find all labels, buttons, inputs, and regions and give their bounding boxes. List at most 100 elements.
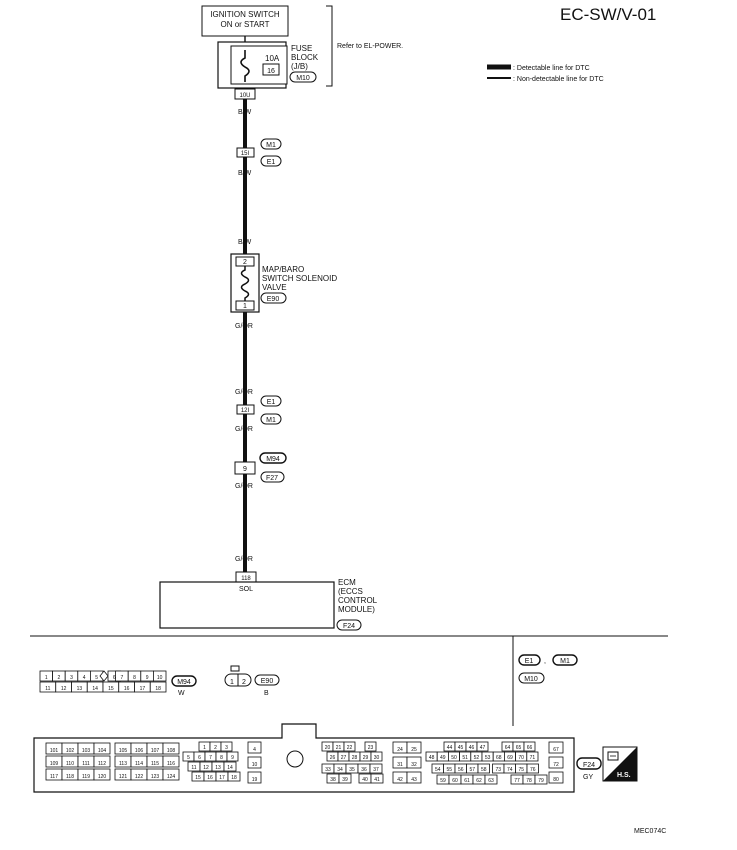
solenoid-connector: E90 <box>267 296 280 303</box>
ecm-pin-101: 101 <box>50 748 59 754</box>
m94-pin-5: 5 <box>95 675 98 681</box>
ecm-pin-66-cell <box>523 741 536 752</box>
ecm-pin-69: 69 <box>507 755 513 761</box>
ecm-pin-115: 115 <box>151 761 159 767</box>
ecm-pin-14-cell <box>223 761 237 772</box>
ecm-pin-7: 7 <box>209 755 212 761</box>
joint1-top-oval <box>260 138 282 150</box>
ecm-pin-61: 61 <box>464 778 470 784</box>
ecm-pin-63-cell <box>484 774 498 785</box>
fuse-label-3: (J/B) <box>291 62 308 71</box>
ecm-pin-25-cell <box>406 741 422 754</box>
ecm-pin-42: 42 <box>397 777 403 783</box>
ecm-pin-110: 110 <box>66 761 74 767</box>
f24-color: GY <box>583 774 593 781</box>
ecm-pin-32: 32 <box>411 762 417 768</box>
ecm-pin-79-cell <box>534 774 548 785</box>
ignition-switch-box <box>201 5 289 37</box>
ecm-pin-46: 46 <box>469 745 475 751</box>
ecm-pin-124: 124 <box>167 774 176 780</box>
ecm-pin-38: 38 <box>330 777 336 783</box>
ecm-pin-123: 123 <box>151 774 160 780</box>
wire-label-gor-2: G/OR <box>235 389 253 396</box>
ecm-pin-43-cell <box>406 771 422 784</box>
solenoid-pin-top: 2 <box>243 259 247 266</box>
ecm-pin-111: 111 <box>82 761 90 767</box>
fuse-num: 16 <box>267 68 275 75</box>
ecm-pin-108-cell <box>162 742 180 755</box>
ecm-pin-124-cell <box>162 768 180 781</box>
m94-pin-1: 1 <box>45 675 48 681</box>
legend-non-detectable: : Non-detectable line for DTC <box>513 76 604 83</box>
ecm-pin-18-cell <box>227 771 241 782</box>
ecm-pin-6: 6 <box>198 755 201 761</box>
m94-pin-18: 18 <box>155 686 161 692</box>
e90-pin-2: 2 <box>242 679 246 686</box>
ecm-pin-112-cell <box>93 755 111 768</box>
m94-pin-10-cell <box>152 670 167 682</box>
ecm-pin-24: 24 <box>397 747 403 753</box>
m94-color: W <box>178 690 185 697</box>
m94-oval <box>171 675 197 687</box>
ecm-pin-39-cell <box>338 773 352 784</box>
ecm-pin-108: 108 <box>167 748 176 754</box>
ecm-pin-9-cell <box>226 751 239 762</box>
ecm-pin-32-cell <box>406 756 422 769</box>
solenoid-pin-bottom-box <box>235 300 255 311</box>
ecm-pin-120-cell <box>93 768 111 781</box>
e90-label: E90 <box>261 678 274 685</box>
ecm-label-4: MODULE) <box>338 605 375 614</box>
ecm-connector: F24 <box>343 623 355 630</box>
joint2-bottom: M1 <box>266 417 276 424</box>
ecm-pin-48: 48 <box>429 755 435 761</box>
solenoid-label-2: SWITCH SOLENOID <box>262 274 337 283</box>
ref-m10: M10 <box>524 676 538 683</box>
ecm-pin-22: 22 <box>347 745 353 751</box>
ecm-pin-43: 43 <box>411 777 417 783</box>
ecm-pin-12: 12 <box>203 765 209 771</box>
wire-label-gor-5: G/OR <box>235 556 253 563</box>
ecm-pin-25: 25 <box>411 747 417 753</box>
joint1-bottom: E1 <box>267 159 276 166</box>
ecm-pin-71: 71 <box>530 755 536 761</box>
ecm-pin-30-cell <box>370 751 383 762</box>
ignition-line2: ON or START <box>220 20 269 29</box>
ecm-pin-119: 119 <box>82 774 90 780</box>
ecm-pin-78: 78 <box>526 778 532 784</box>
ecm-pin-76: 76 <box>530 767 536 773</box>
joint3-top-oval <box>259 452 287 464</box>
ecm-pin-18: 18 <box>231 775 237 781</box>
ecm-label-2: (ECCS <box>338 587 363 596</box>
joint2-top: E1 <box>267 399 276 406</box>
ecm-pin-77: 77 <box>514 778 520 784</box>
refer-note: Refer to EL-POWER. <box>337 43 403 50</box>
joint2-pin: 12I <box>241 408 250 414</box>
ecm-pin-3-cell <box>220 741 233 752</box>
m94-pin-14: 14 <box>92 686 98 692</box>
m94-pin-8: 8 <box>133 675 136 681</box>
m94-pin-7: 7 <box>121 675 124 681</box>
ecm-pin-50: 50 <box>451 755 457 761</box>
ecm-pin-67-cell <box>548 741 564 754</box>
ecm-label-3: CONTROL <box>338 596 378 605</box>
ecm-pin-54: 54 <box>435 767 441 773</box>
ecm-pin-60: 60 <box>452 778 458 784</box>
ecm-pin-19-cell <box>247 771 262 784</box>
figure-code: MEC074C <box>634 828 666 835</box>
ecm-pin-122: 122 <box>135 774 144 780</box>
ecm-pin-15: 15 <box>195 775 201 781</box>
joint3-bottom-oval <box>260 471 285 483</box>
ecm-pin-26: 26 <box>330 755 336 761</box>
m94-pin-10: 10 <box>157 675 163 681</box>
ecm-pin-58: 58 <box>481 767 487 773</box>
ecm-pin-29: 29 <box>363 755 369 761</box>
ecm-pin-117: 117 <box>50 774 58 780</box>
ecm-pin-19: 19 <box>252 777 258 783</box>
ecm-pin-14: 14 <box>227 765 233 771</box>
ecm-pin-72-cell <box>548 756 564 769</box>
f24-label: F24 <box>583 762 595 769</box>
fuse-amp: 10A <box>265 54 280 63</box>
ecm-pin-71-cell <box>526 751 539 762</box>
